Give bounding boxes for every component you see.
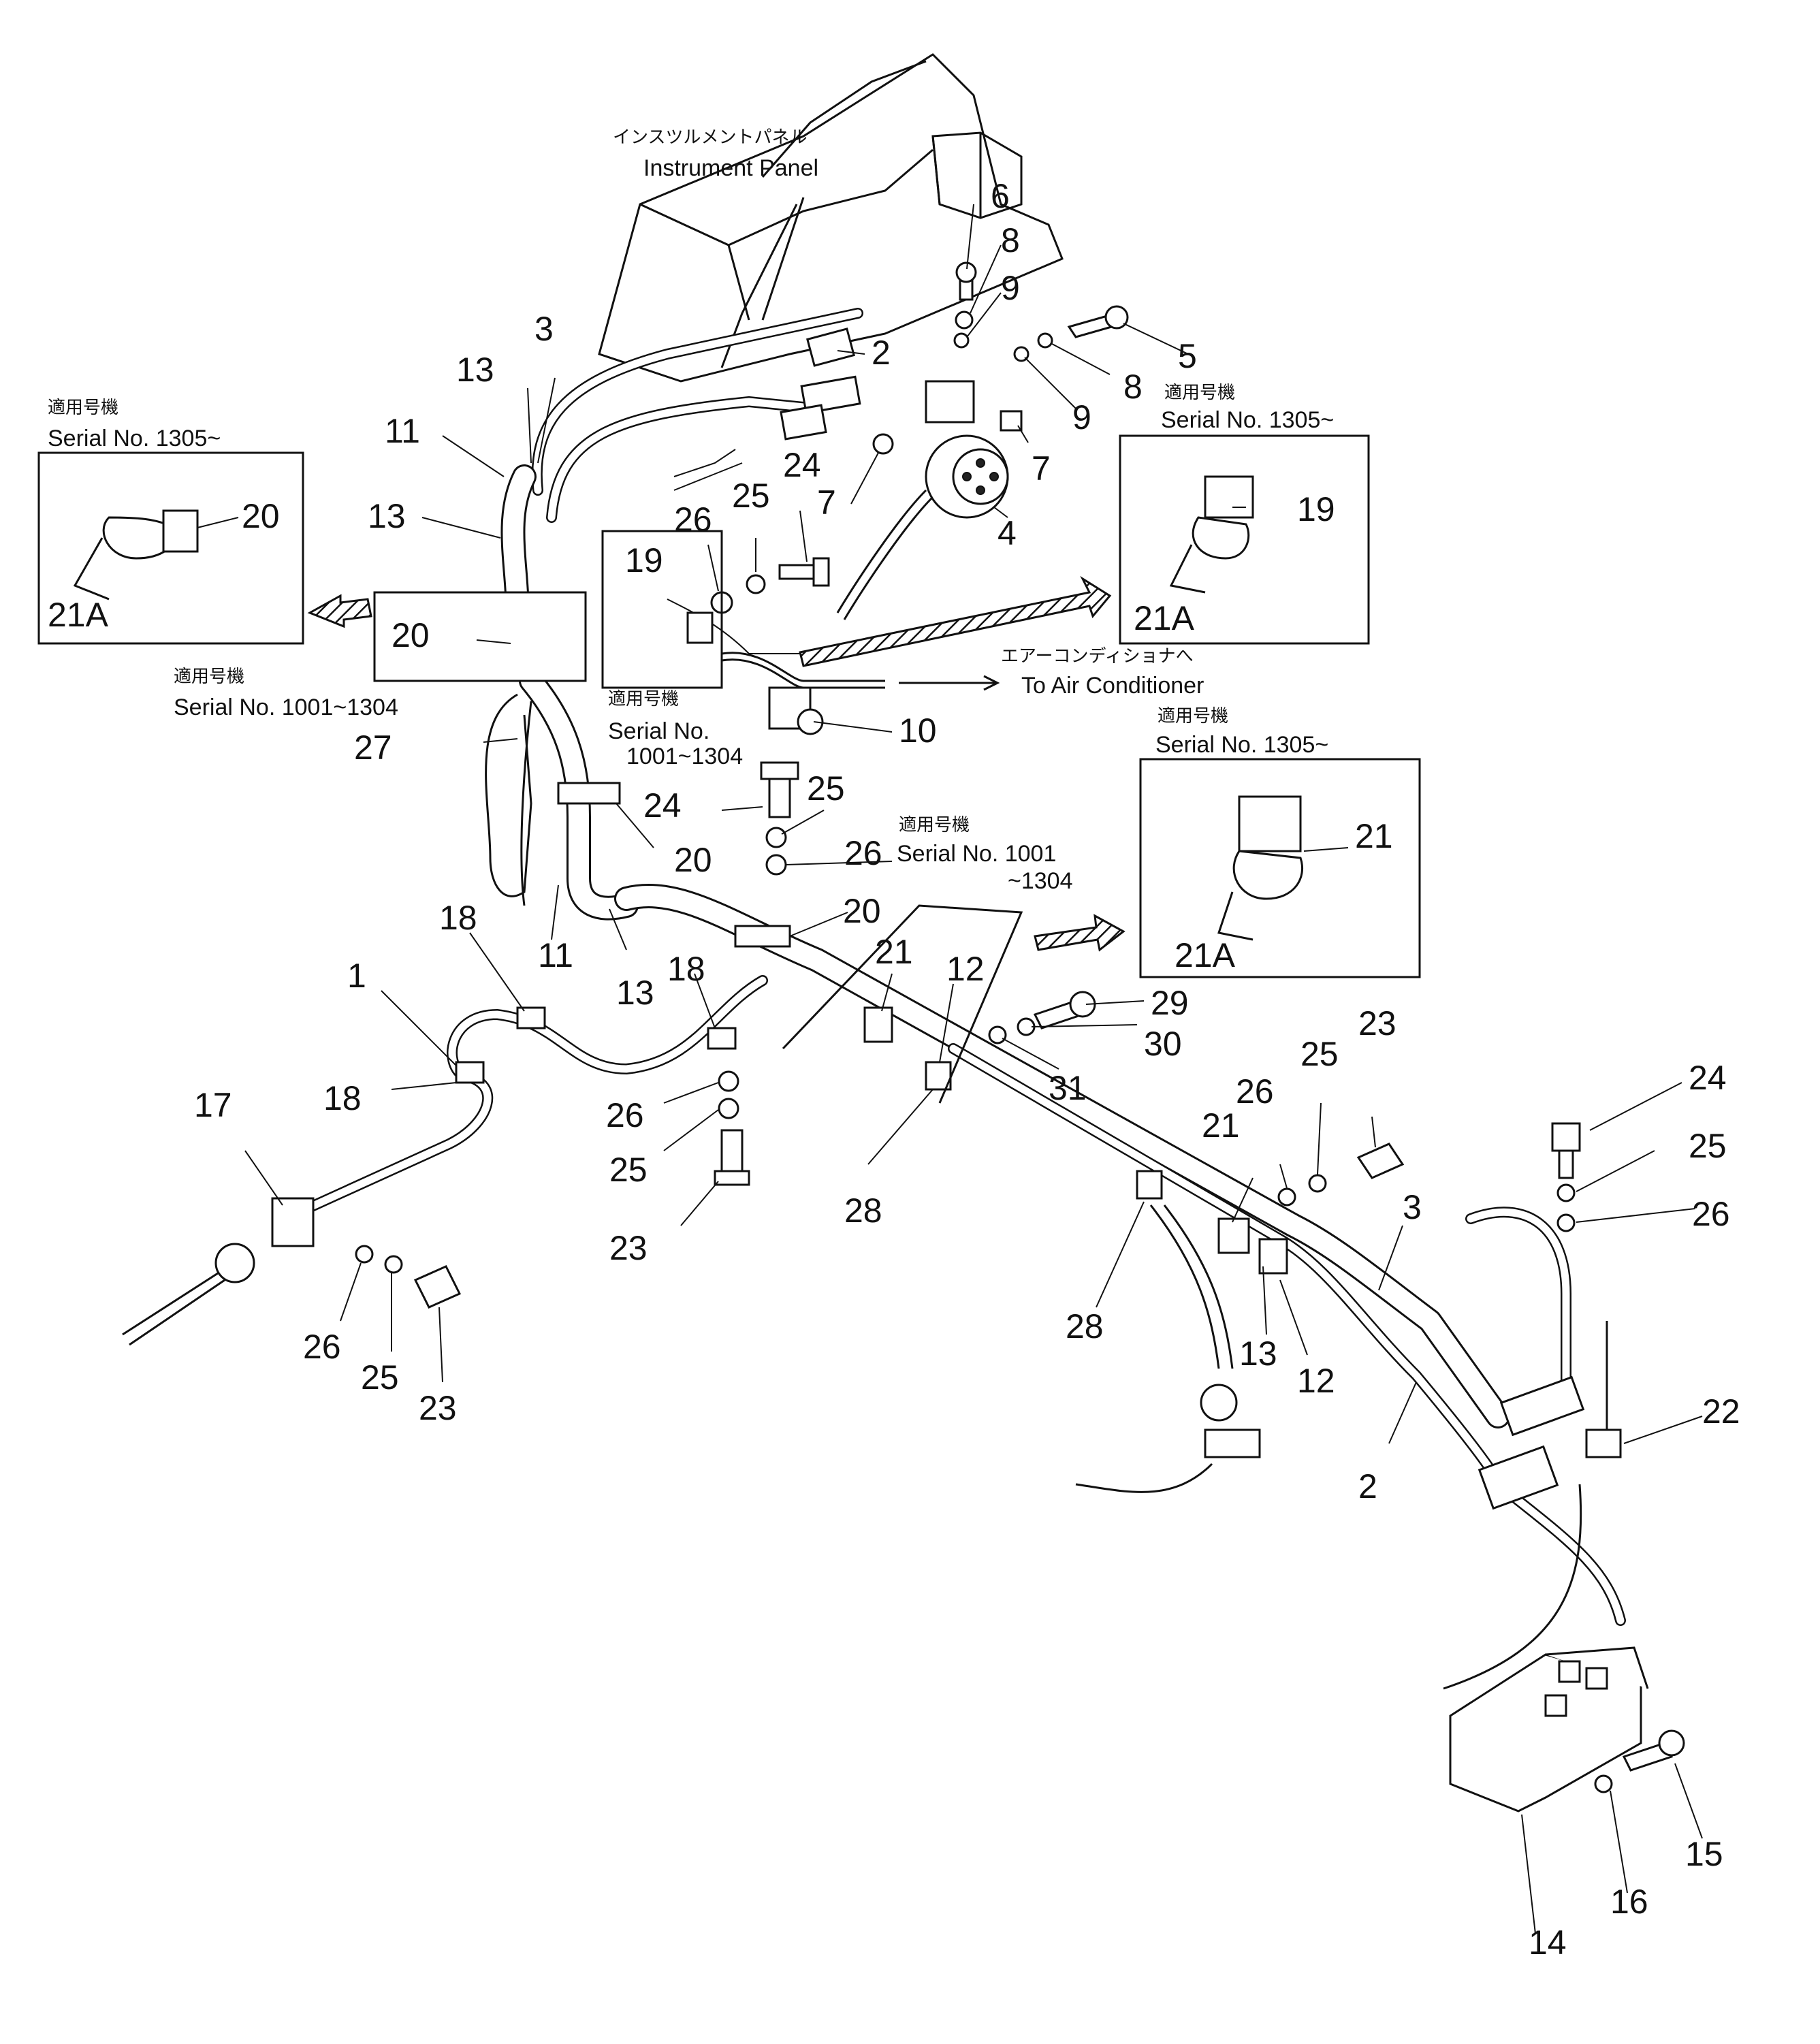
callout-26: 26: [1236, 1072, 1274, 1111]
callout-31: 31: [1049, 1069, 1087, 1107]
harness-drawing: [294, 308, 1626, 1690]
callout-26: 26: [606, 1096, 644, 1134]
callout-25: 25: [1300, 1035, 1339, 1073]
callout-10: 10: [899, 712, 937, 750]
callout-17: 17: [194, 1086, 232, 1124]
callout-24: 24: [1689, 1059, 1727, 1097]
callout-28: 28: [1066, 1307, 1104, 1345]
callout-21: 21: [1202, 1106, 1240, 1145]
air-conditioner-label: To Air Conditioner: [1021, 673, 1204, 699]
callout-22: 22: [1702, 1392, 1740, 1431]
callout-30: 30: [1144, 1025, 1182, 1063]
applicable-label-center: 適用号機: [899, 815, 970, 835]
callout-26: 26: [844, 834, 882, 872]
serial-top-right: Serial No. 1305~: [1161, 407, 1334, 433]
callout-4: 4: [997, 514, 1017, 552]
callout-20: 20: [392, 616, 430, 654]
serial-mid: Serial No.: [608, 718, 709, 744]
callout-20: 20: [674, 841, 712, 879]
callout-19: 19: [625, 541, 663, 579]
applicable-label-mid-left: 適用号機: [174, 667, 244, 687]
serial-center-range: ~1304: [1008, 868, 1073, 894]
callout-6: 6: [991, 177, 1010, 215]
callout-23: 23: [609, 1229, 648, 1267]
instrument-panel-label: Instrument Panel: [643, 155, 818, 181]
callout-25: 25: [1689, 1127, 1727, 1165]
callout-21a: 21A: [1175, 936, 1236, 974]
callout-2: 2: [1358, 1467, 1377, 1505]
callout-1: 1: [347, 957, 366, 995]
applicable-label-top-left: 適用号機: [48, 398, 118, 418]
serial-right: Serial No. 1305~: [1155, 732, 1328, 758]
callout-23: 23: [1358, 1004, 1396, 1042]
callout-7: 7: [1032, 449, 1051, 488]
callout-25: 25: [609, 1151, 648, 1189]
callout-21: 21: [1355, 817, 1393, 855]
serial-top-left: Serial No. 1305~: [48, 426, 221, 451]
callout-13: 13: [616, 974, 654, 1012]
callout-18: 18: [439, 899, 477, 937]
callout-27: 27: [354, 729, 392, 767]
callout-26: 26: [1692, 1195, 1730, 1233]
callout-3: 3: [1403, 1188, 1422, 1226]
callout-2: 2: [872, 334, 891, 372]
callout-26: 26: [674, 500, 712, 539]
callout-28: 28: [844, 1192, 882, 1230]
air-conditioner-label-jp: エアーコンディショナへ: [1001, 646, 1194, 667]
callout-12: 12: [1297, 1362, 1335, 1400]
callout-25: 25: [361, 1358, 399, 1396]
applicable-label-top-right: 適用号機: [1164, 383, 1235, 403]
callouts: 3 13 11 13 20 20 21A 2 6 8 9 5 8 9 7 4 7…: [48, 177, 1740, 1962]
callout-24: 24: [783, 446, 821, 484]
callout-15: 15: [1685, 1835, 1723, 1873]
callout-25: 25: [807, 769, 845, 808]
callout-12: 12: [946, 950, 985, 988]
applicable-label-mid: 適用号機: [608, 689, 679, 709]
serial-center: Serial No. 1001: [897, 841, 1056, 867]
callout-18: 18: [323, 1079, 362, 1117]
callout-16: 16: [1610, 1883, 1648, 1921]
callout-26: 26: [303, 1328, 341, 1366]
callout-25: 25: [732, 477, 770, 515]
callout-20: 20: [843, 892, 881, 930]
instrument-panel-label-jp: インスツルメントパネル: [613, 127, 807, 148]
callout-21a: 21A: [1134, 599, 1195, 637]
leader-lines: [197, 204, 1703, 1934]
callout-21a: 21A: [48, 596, 109, 634]
callout-11: 11: [385, 412, 420, 450]
instrument-panel-drawing: [598, 53, 1064, 383]
callout-13: 13: [456, 351, 494, 389]
applicable-label-right: 適用号機: [1158, 706, 1228, 726]
callout-13: 13: [368, 497, 406, 535]
callout-11: 11: [538, 936, 573, 974]
callout-20: 20: [242, 497, 280, 535]
callout-18: 18: [667, 950, 705, 988]
callout-9: 9: [1001, 269, 1020, 307]
callout-21: 21: [875, 933, 913, 971]
callout-8: 8: [1123, 368, 1143, 406]
serial-mid-range: 1001~1304: [626, 744, 743, 769]
detail-boxes: [37, 434, 1421, 1104]
serial-mid-left: Serial No. 1001~1304: [174, 694, 398, 720]
callout-29: 29: [1151, 984, 1189, 1022]
callout-8: 8: [1001, 221, 1020, 259]
callout-19: 19: [1297, 490, 1335, 528]
callout-13: 13: [1239, 1335, 1277, 1373]
parts-drawing: [122, 261, 1685, 1813]
callout-9: 9: [1072, 398, 1091, 436]
callout-14: 14: [1529, 1923, 1567, 1962]
callout-24: 24: [643, 786, 682, 825]
callout-7: 7: [817, 483, 836, 522]
callout-3: 3: [534, 310, 554, 348]
callout-5: 5: [1178, 337, 1197, 375]
callout-23: 23: [419, 1389, 457, 1427]
